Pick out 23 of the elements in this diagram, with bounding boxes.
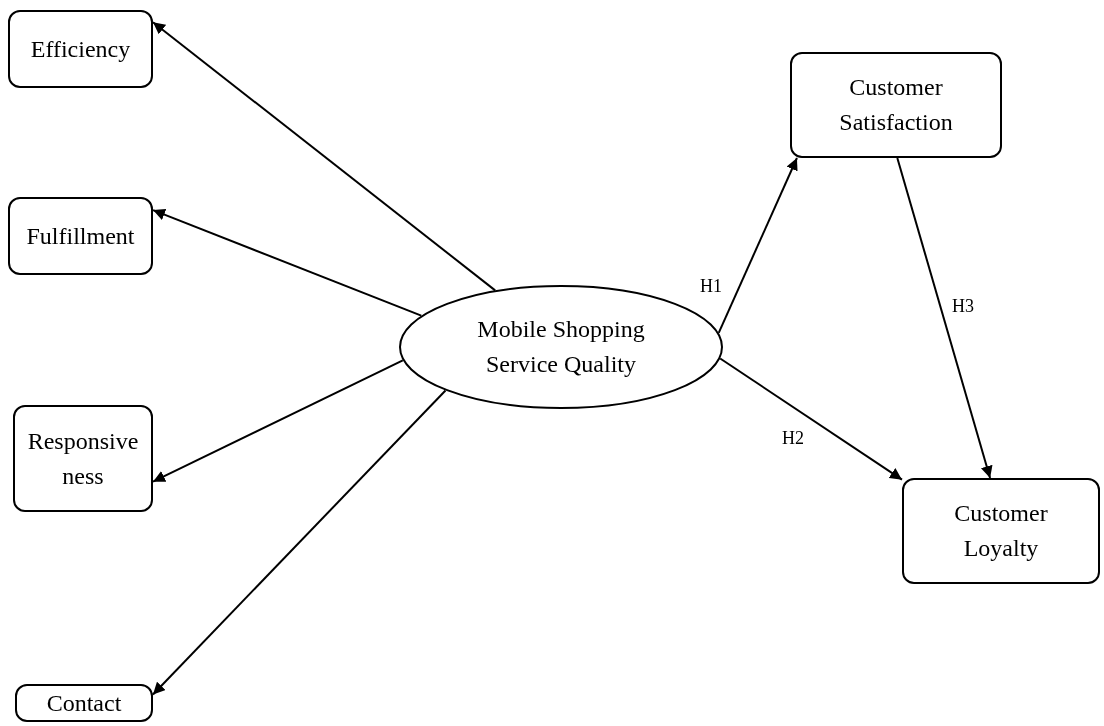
edge-label: H3 (952, 296, 974, 317)
edge-label: H2 (782, 428, 804, 449)
node-label: Contact (46, 688, 122, 718)
construct-box (790, 52, 1002, 158)
edge-label: H1 (700, 276, 722, 297)
node-label: Fulfillment (26, 221, 135, 251)
node-label: Customer Loyalty (953, 499, 1049, 563)
construct-box (902, 478, 1100, 584)
arrow (152, 389, 447, 696)
construct-box (8, 10, 153, 88)
construct-box (8, 197, 153, 275)
arrow (717, 157, 798, 334)
arrow (719, 357, 903, 481)
arrow (152, 208, 423, 317)
node-label: Mobile Shopping Service Quality (476, 315, 646, 379)
arrow (152, 359, 404, 483)
construct-box (13, 405, 153, 512)
arrow (896, 157, 993, 479)
node-label: Customer Satisfaction (838, 73, 954, 137)
construct-box (15, 684, 153, 722)
node-label: Responsive ness (26, 426, 140, 491)
arrow (152, 21, 497, 292)
node-label: Efficiency (30, 34, 131, 64)
